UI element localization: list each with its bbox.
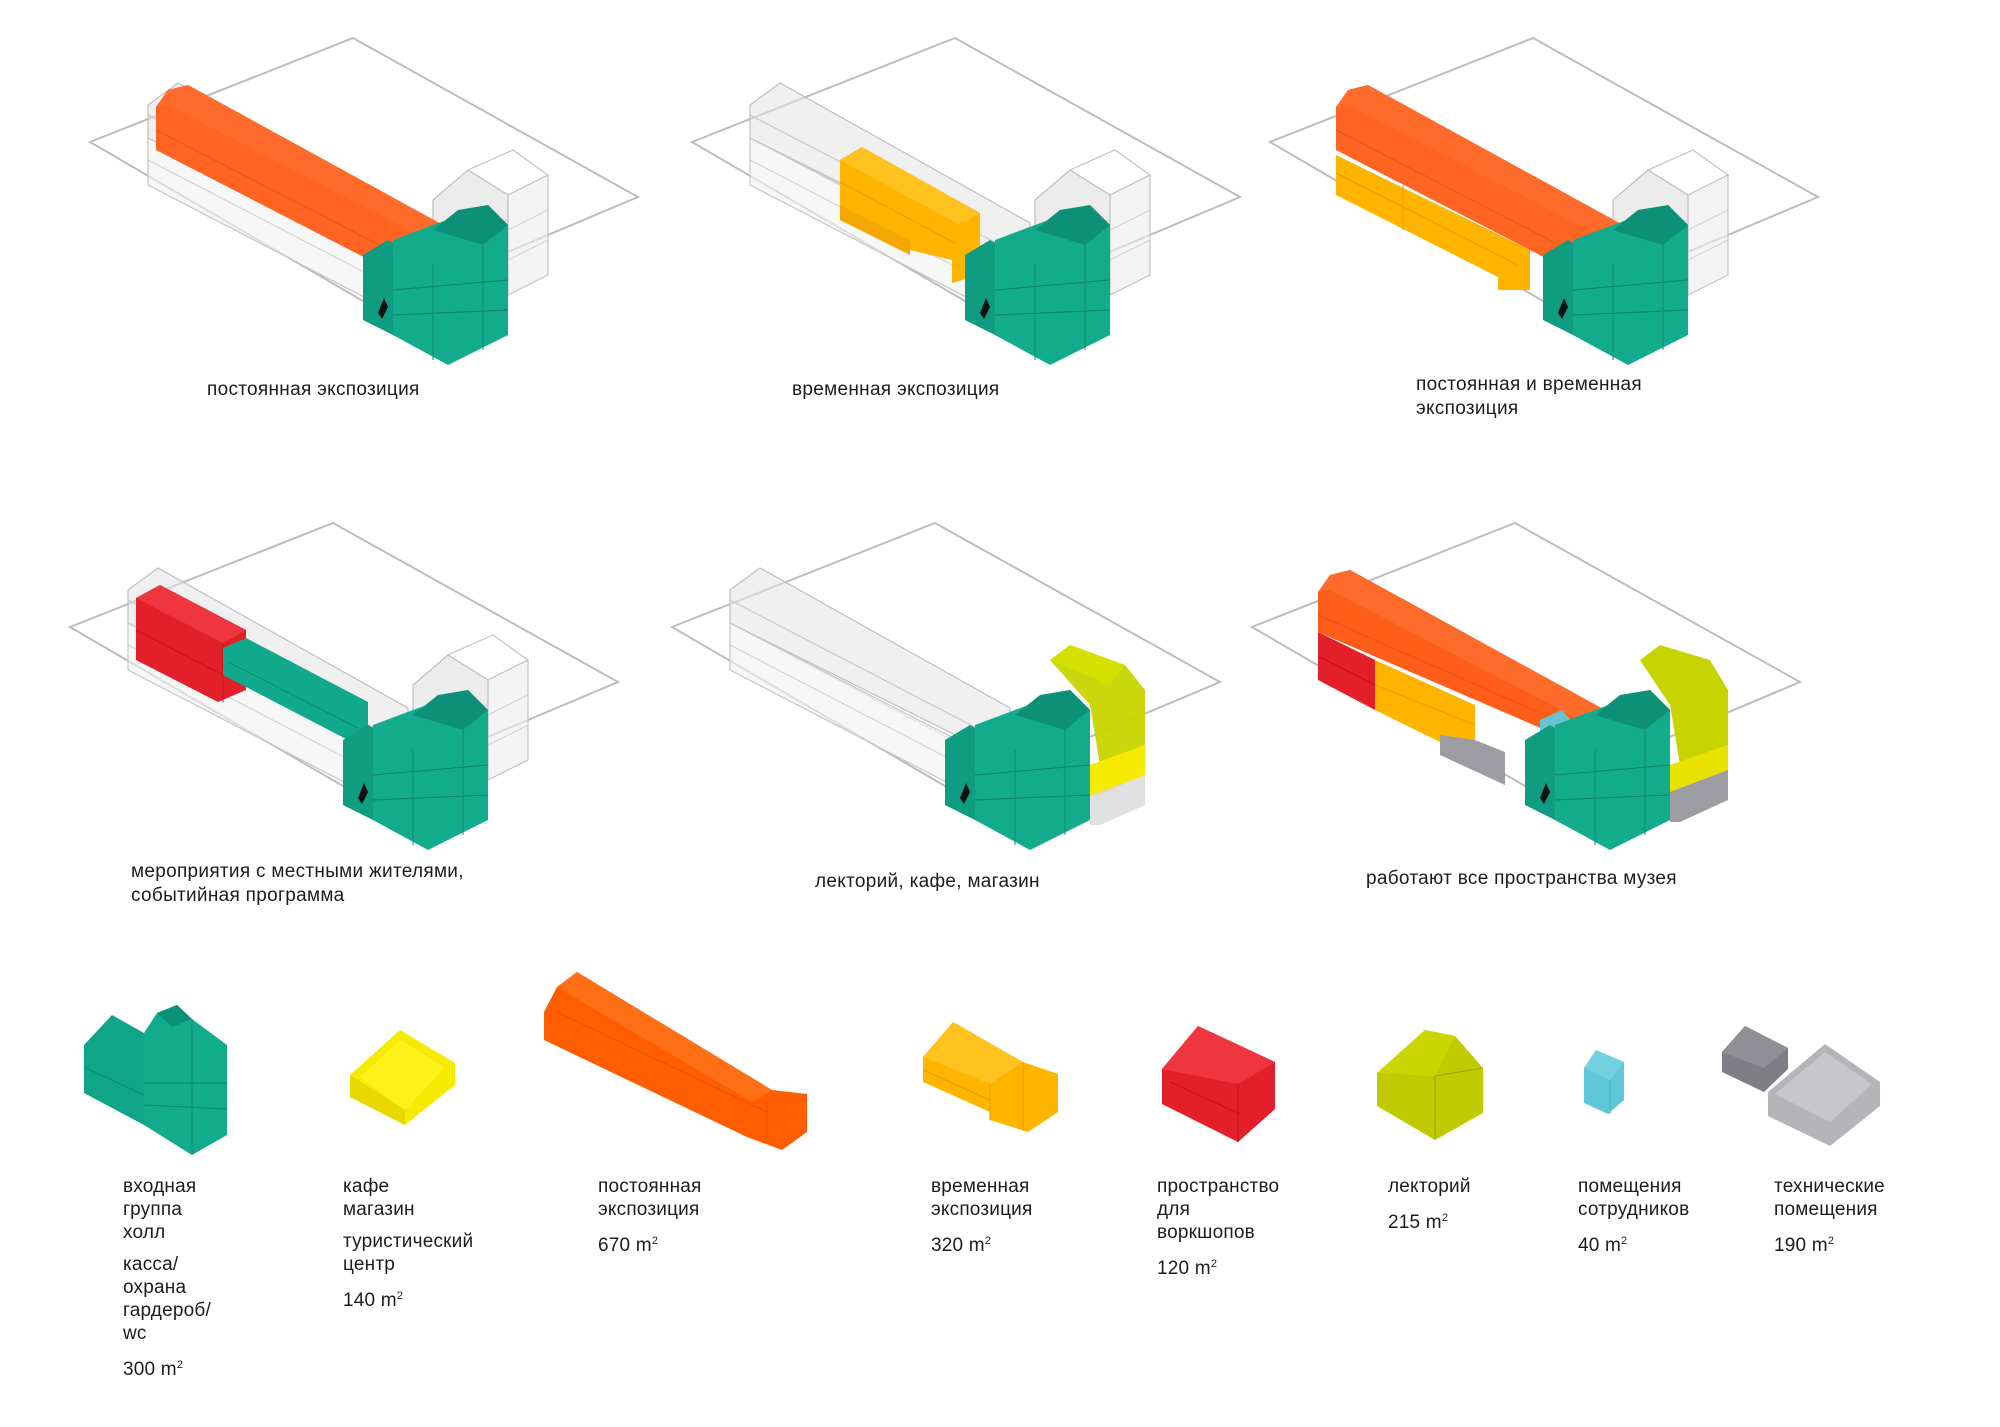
building-axonometric-diagram (671, 522, 1221, 851)
legend-label: для воркшопов (1157, 1199, 1255, 1243)
legend-label: магазин (343, 1199, 415, 1220)
scenario-caption: постоянная и временная экспозиция (1416, 374, 1643, 419)
scenario-panel-events: мероприятия с местными жителями, событий… (68, 522, 708, 906)
building-axonometric-diagram (1269, 37, 1819, 366)
cafe-volume-icon (350, 1030, 455, 1125)
legend-label: помещения (1578, 1176, 1682, 1197)
legend-area: 140 m2 (343, 1290, 404, 1311)
technical-rooms-volume-icon (1722, 1026, 1880, 1146)
scenario-caption: временная экспозиция (792, 379, 1000, 400)
scenario-panel-lecture-cafe-shop: лекторий, кафе, магазин (670, 522, 1310, 892)
legend-label: экспозиция (931, 1199, 1033, 1220)
scenario-panel-all-spaces: работают все пространства музея (1250, 522, 1890, 890)
scenario-panel-permanent-temporary: постоянная и временная экспозиция (1268, 37, 1908, 419)
staff-rooms-volume-icon (1584, 1050, 1624, 1114)
legend-area: 300 m2 (123, 1359, 184, 1380)
temporary-exhibition-volume-icon (922, 1022, 1058, 1132)
building-axonometric-diagram (691, 37, 1241, 366)
scenario-panel-permanent: постоянная экспозиция (88, 37, 728, 405)
entrance-volume-icon (83, 1005, 228, 1155)
legend-label: холл (123, 1222, 166, 1243)
scenario-panel-temporary: временная экспозиция (690, 37, 1330, 405)
legend-area: 670 m2 (598, 1235, 659, 1256)
legend-label: туристический (343, 1231, 474, 1252)
scenario-caption: лекторий, кафе, магазин (815, 871, 1040, 892)
scenario-caption: работают все пространства музея (1366, 868, 1677, 889)
legend-label: кафе (343, 1176, 390, 1197)
legend-area: 215 m2 (1388, 1212, 1449, 1233)
legend-label: входная группа (123, 1176, 197, 1220)
workshop-volume-icon (1162, 1026, 1275, 1142)
legend-label: сотрудников (1578, 1199, 1690, 1220)
legend-label: технические (1774, 1176, 1885, 1197)
legend-area: 40 m2 (1578, 1235, 1628, 1256)
legend-label: гардероб/ wc (123, 1300, 211, 1344)
lecture-hall-volume-icon (1377, 1030, 1484, 1140)
building-axonometric-diagram (89, 37, 639, 366)
legend-label: центр (343, 1254, 395, 1275)
legend-label: пространство (1157, 1176, 1280, 1197)
legend-area: 190 m2 (1774, 1235, 1835, 1256)
legend-area: 320 m2 (931, 1235, 992, 1256)
legend-label: временная (931, 1176, 1030, 1197)
legend-label: постоянная (598, 1176, 702, 1197)
legend-area: 120 m2 (1157, 1258, 1218, 1279)
legend-label: помещения (1774, 1199, 1878, 1220)
scenario-caption: постоянная экспозиция (207, 379, 420, 400)
legend-label: лекторий (1388, 1176, 1471, 1197)
legend-label: экспозиция (598, 1199, 700, 1220)
building-axonometric-diagram (1251, 522, 1801, 851)
permanent-exhibition-volume-icon (544, 972, 807, 1150)
building-axonometric-diagram (69, 522, 619, 851)
legend-label: касса/охрана (123, 1254, 187, 1298)
scenario-caption: мероприятия с местными жителями, событий… (131, 861, 464, 906)
